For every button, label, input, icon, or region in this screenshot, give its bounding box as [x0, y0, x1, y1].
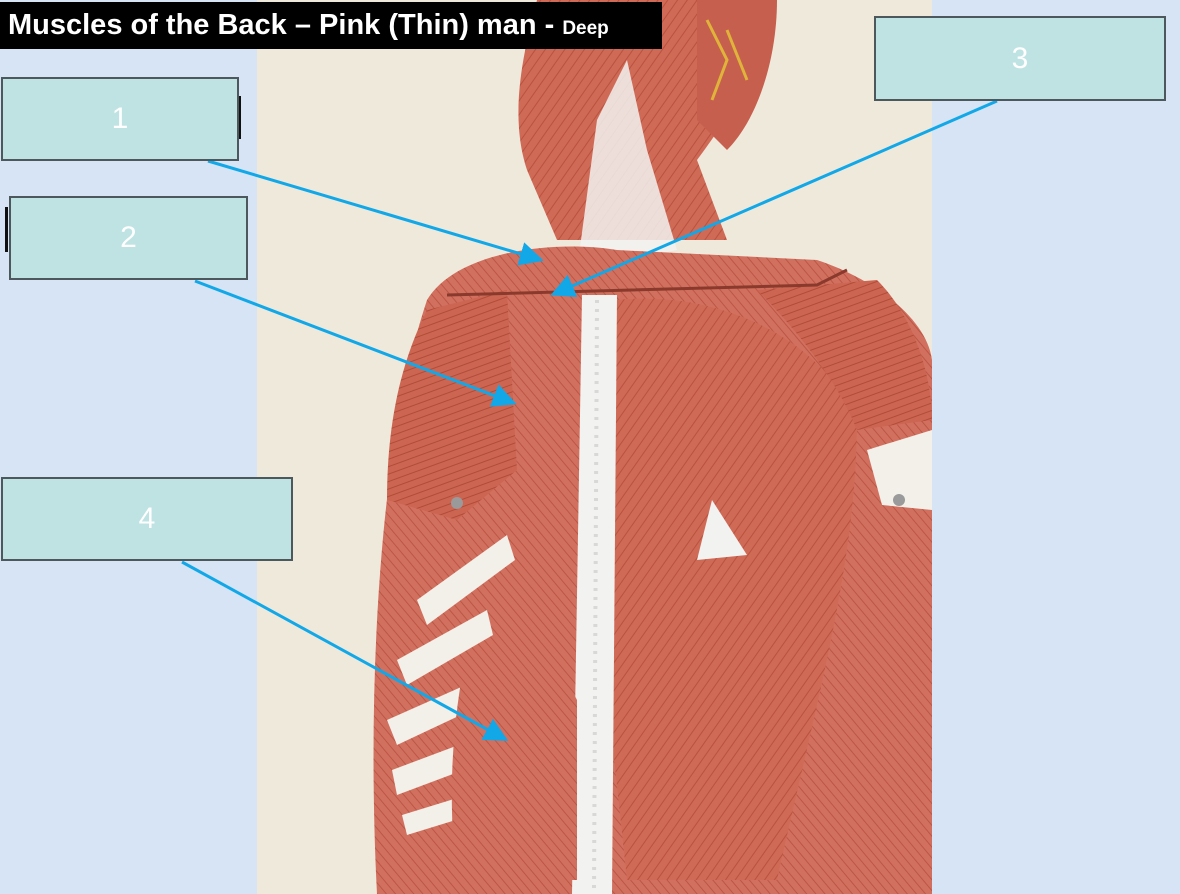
label-box-4[interactable]: 4: [1, 477, 293, 561]
title-main: Muscles of the Back – Pink (Thin) man -: [8, 9, 563, 41]
leader-line-4: [181, 560, 509, 741]
serratus-posterior-inferior: [451, 647, 577, 880]
label-number-1: 1: [111, 102, 129, 135]
leader-line-2: [194, 279, 517, 407]
title-sub: Deep: [562, 18, 609, 39]
label-box-2[interactable]: 2: [9, 196, 248, 280]
rhomboid-area: [387, 290, 517, 520]
box-2-edge-mark: [5, 207, 8, 252]
label-number-4: 4: [138, 502, 156, 535]
leader-line-1: [207, 159, 544, 266]
leader-line-3: [550, 99, 998, 297]
label-number-2: 2: [120, 221, 137, 254]
hook-right: [893, 494, 905, 506]
box-1-edge-mark: [238, 96, 241, 139]
deltoid-area: [757, 280, 932, 430]
cervical-aponeurosis: [577, 60, 677, 270]
label-number-3: 3: [1011, 41, 1029, 75]
scapula-detail: [697, 500, 747, 560]
anatomy-model-photo: [257, 0, 932, 894]
latissimus-dorsi: [597, 298, 857, 880]
spinal-column: [572, 295, 617, 894]
torso-model-illustration: [257, 0, 932, 894]
slide-title: Muscles of the Back – Pink (Thin) man - …: [0, 2, 662, 49]
hook-left: [451, 497, 463, 509]
nerve-detail: [705, 19, 749, 101]
label-box-1[interactable]: 1: [1, 77, 239, 161]
arm-cut-surface: [867, 430, 932, 510]
label-box-3[interactable]: 3: [874, 16, 1166, 101]
